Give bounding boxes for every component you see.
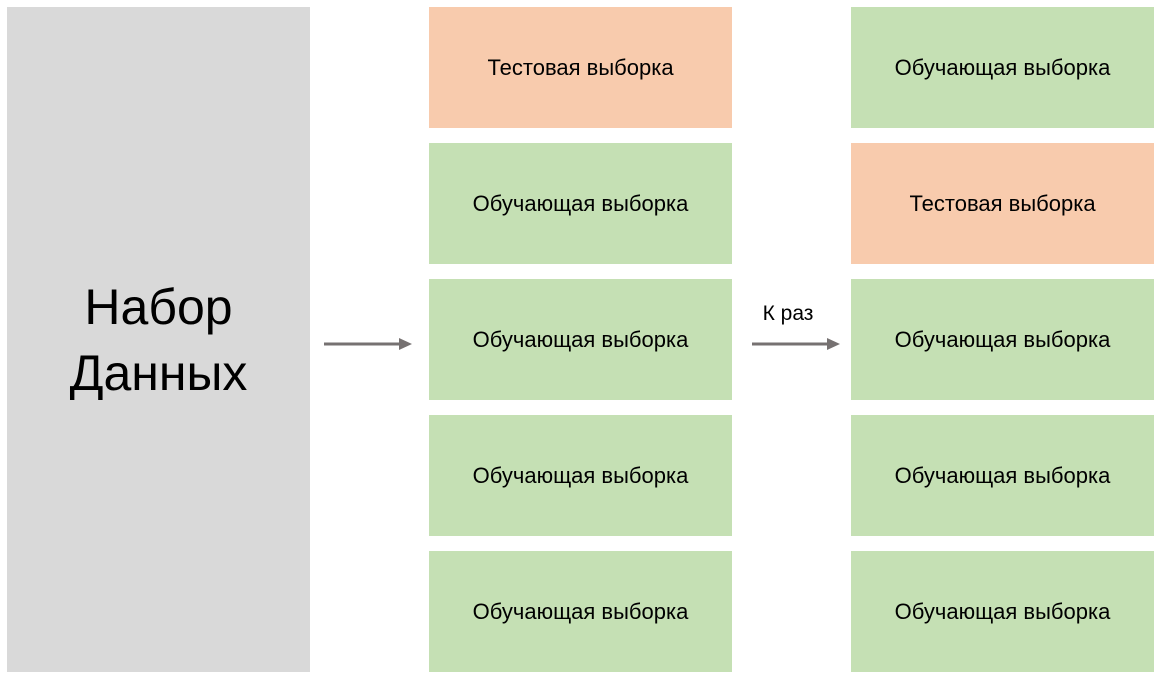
fold-label: Обучающая выборка	[472, 326, 689, 352]
dataset-block: Набор Данных	[7, 7, 310, 672]
first-split-fold-2: Обучающая выборка	[429, 143, 732, 264]
first-split-fold-4: Обучающая выборка	[429, 415, 732, 536]
second-split-fold-3: Обучающая выборка	[851, 279, 1154, 400]
arrow-to-second-split	[751, 337, 841, 351]
fold-label: Обучающая выборка	[894, 598, 1111, 624]
fold-label: Обучающая выборка	[472, 190, 689, 216]
first-split-fold-3: Обучающая выборка	[429, 279, 732, 400]
second-split-fold-1: Обучающая выборка	[851, 7, 1154, 128]
fold-label: Обучающая выборка	[894, 326, 1111, 352]
fold-label: Обучающая выборка	[894, 462, 1111, 488]
fold-label: Обучающая выборка	[472, 462, 689, 488]
arrow-to-first-split	[323, 337, 413, 351]
second-split-fold-5: Обучающая выборка	[851, 551, 1154, 672]
first-split-fold-5: Обучающая выборка	[429, 551, 732, 672]
second-split-fold-4: Обучающая выборка	[851, 415, 1154, 536]
fold-label: Тестовая выборка	[487, 54, 674, 80]
dataset-title: Набор Данных	[69, 278, 248, 401]
fold-label: Тестовая выборка	[909, 190, 1096, 216]
repeat-k-label: К раз	[762, 302, 814, 325]
second-split-fold-2: Тестовая выборка	[851, 143, 1154, 264]
fold-label: Обучающая выборка	[894, 54, 1111, 80]
fold-label: Обучающая выборка	[472, 598, 689, 624]
first-split-fold-1: Тестовая выборка	[429, 7, 732, 128]
